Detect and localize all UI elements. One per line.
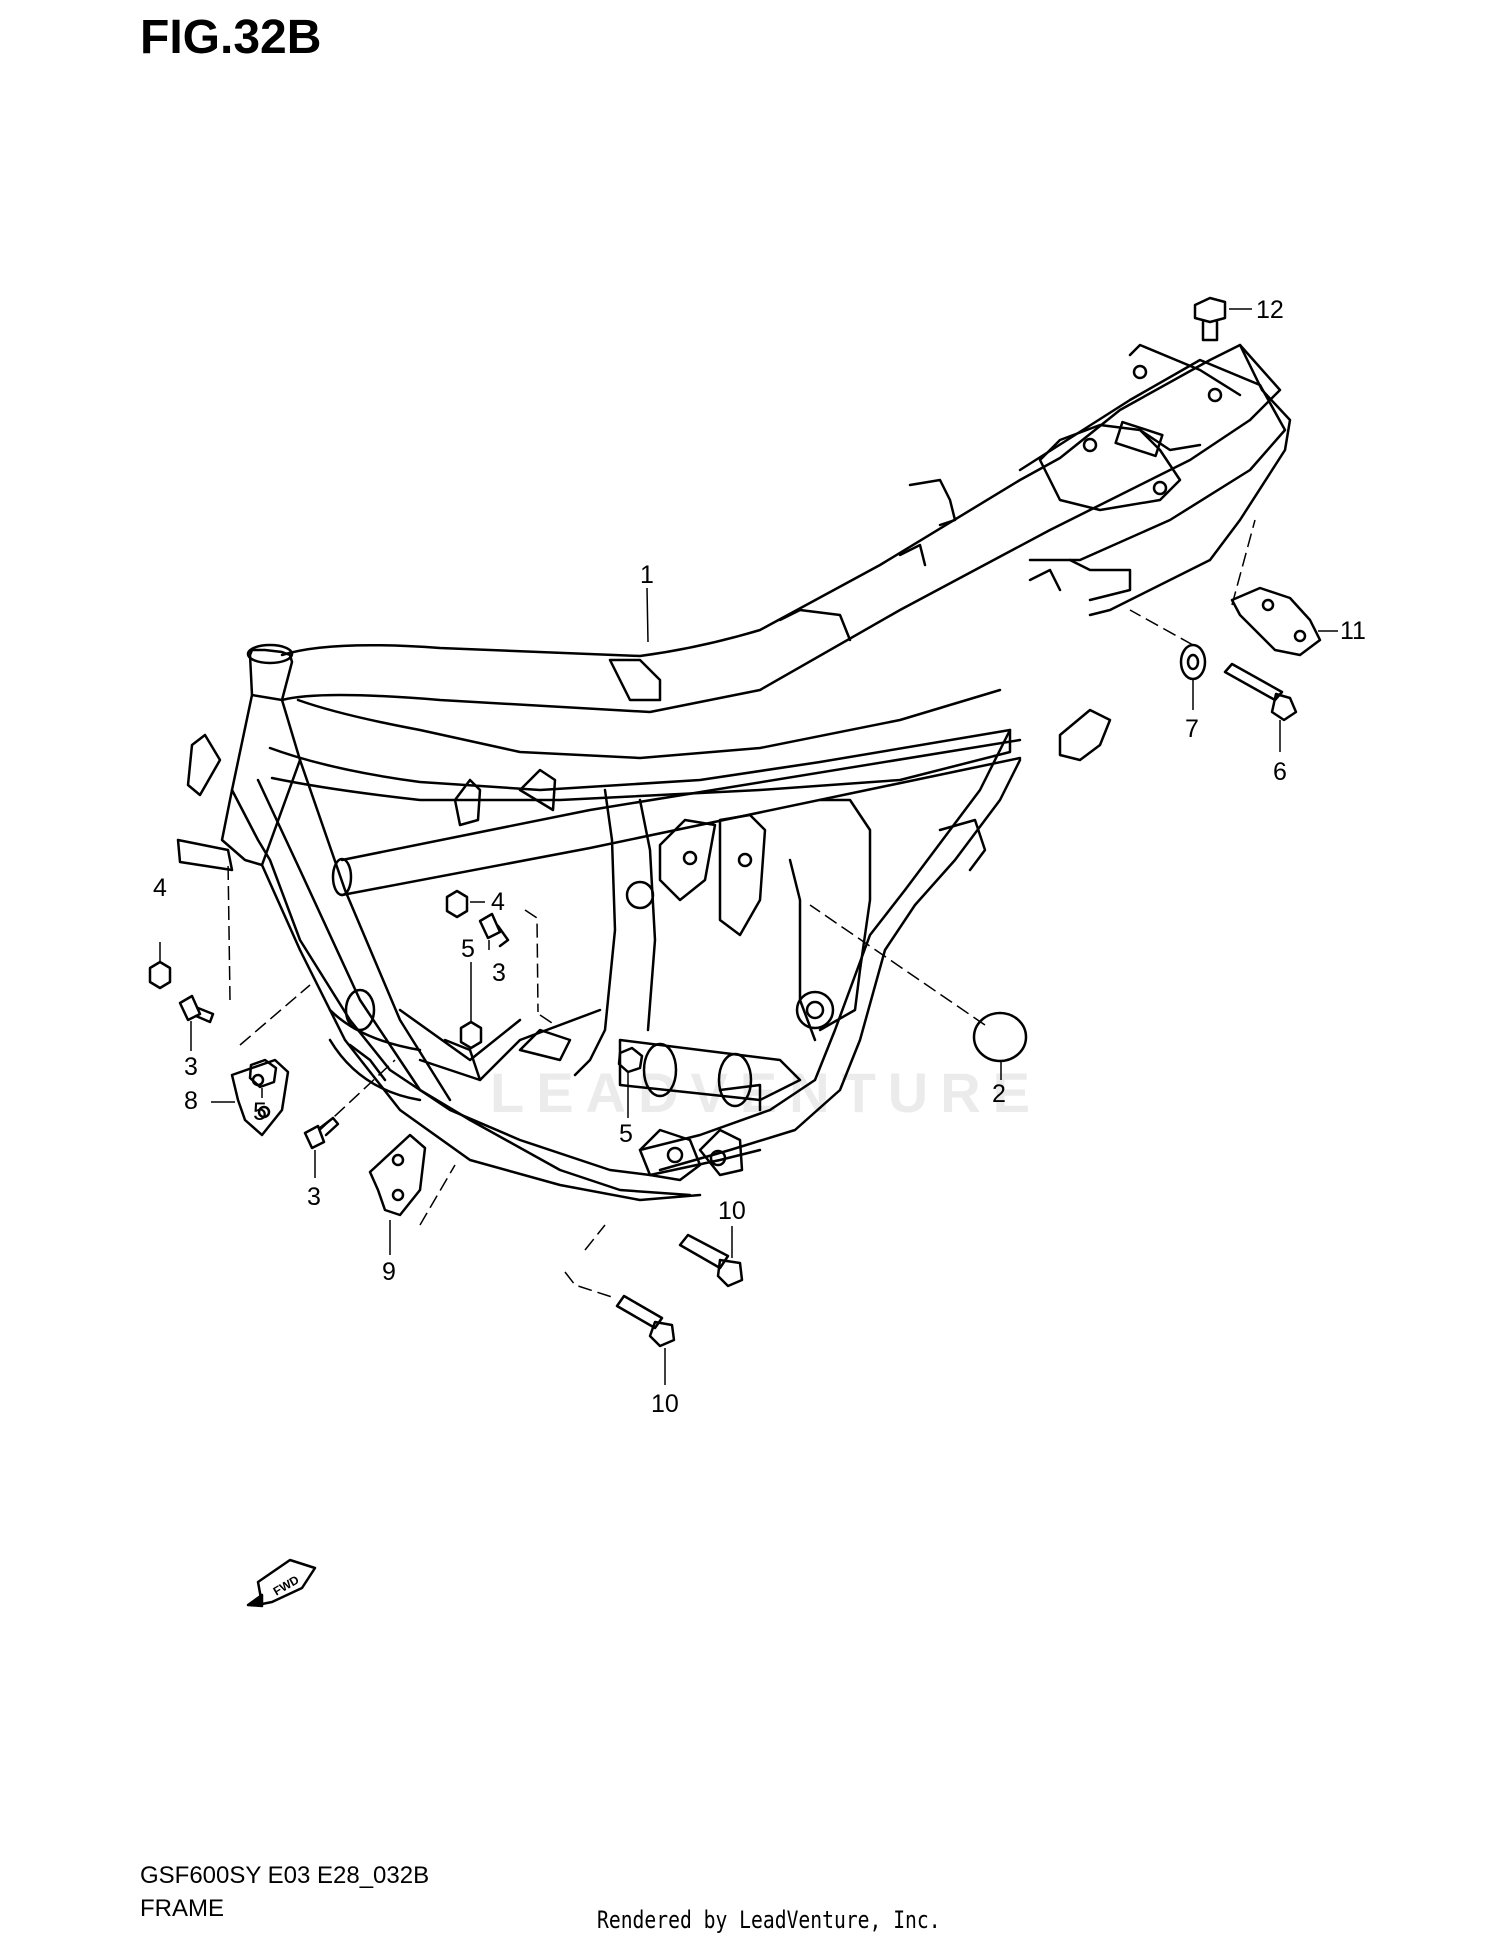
callout-5-lower: 5 [619,1120,633,1148]
part-8-bracket [230,1058,290,1137]
main-frame [176,343,1292,1202]
part-12-bolt [1193,296,1227,342]
callout-4-center: 4 [491,888,505,916]
callout-3-left: 3 [184,1053,198,1081]
callout-11: 11 [1340,617,1366,645]
fwd-arrow-icon [246,1558,317,1608]
part-2-cap [972,1011,1028,1063]
part-10-bolt-upper [678,1233,744,1288]
figure-title: FIG.32B [140,11,322,64]
callout-5-center: 5 [461,935,475,963]
part-7-washer [1179,643,1207,681]
part-3-bolt-center [478,912,510,948]
section-name: FRAME [140,1895,224,1922]
part-9-bracket [368,1133,427,1217]
callout-3-lower: 3 [307,1183,321,1211]
callout-10-lower: 10 [651,1390,679,1418]
callout-9: 9 [382,1258,396,1286]
callout-7: 7 [1185,715,1199,743]
callout-10-upper: 10 [718,1197,746,1225]
part-11-bracket [1230,586,1322,657]
part-5-nut-center [459,1020,483,1050]
part-10-bolt-lower [615,1294,676,1348]
callout-8: 8 [184,1087,198,1115]
callout-2: 2 [992,1080,1006,1108]
part-3-bolt-left [178,994,215,1024]
callout-5-left: 5 [253,1098,267,1126]
part-4-nut-left [148,960,172,990]
callout-6: 6 [1273,758,1287,786]
callout-3-center: 3 [492,959,506,987]
rendered-by-credit: Rendered by LeadVenture, Inc. [597,1906,941,1934]
callout-1: 1 [640,561,654,589]
callout-4-left: 4 [153,874,167,902]
part-5-nut-left [248,1058,278,1089]
model-code: GSF600SY E03 E28_032B [140,1862,430,1889]
part-4-nut-center [445,889,469,919]
part-5-nut-lower [617,1046,644,1074]
part-3-bolt-lower [303,1116,340,1150]
callout-12: 12 [1256,296,1284,324]
part-6-bolt [1223,662,1298,722]
